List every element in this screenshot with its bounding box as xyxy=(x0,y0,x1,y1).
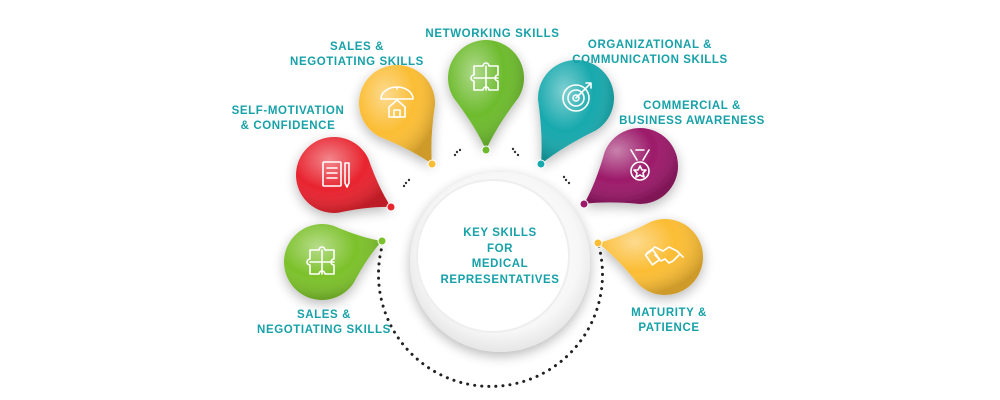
skill-label-maturity: MATURITY & PATIENCE xyxy=(614,306,724,336)
center-title-line: REPRESENTATIVES xyxy=(440,273,560,286)
skill-label-line: COMMUNICATION SKILLS xyxy=(572,54,728,66)
puzzle-icon xyxy=(306,246,335,275)
pin-tip-dot xyxy=(386,202,396,212)
center-title-line: MEDICAL xyxy=(471,258,529,270)
skill-label-commercial: COMMERCIAL & BUSINESS AWARENESS xyxy=(617,99,767,129)
pin-tip-dot xyxy=(579,199,589,209)
dotted-arc xyxy=(377,241,604,388)
skill-label-networking: NETWORKING SKILLS xyxy=(420,27,565,42)
center-title-line: KEY SKILLS xyxy=(463,227,537,239)
skill-pin xyxy=(295,137,391,213)
pin-tip-dot xyxy=(536,159,546,169)
skill-pin xyxy=(448,40,525,151)
document-icon xyxy=(322,161,350,188)
skill-label-organizational: ORGANIZATIONAL & COMMUNICATION SKILLS xyxy=(570,38,730,68)
pin-tip-dot xyxy=(593,238,603,248)
skill-label-line: COMMERCIAL & xyxy=(643,100,741,112)
center-title: KEY SKILLS FOR MEDICAL REPRESENTATIVES xyxy=(425,226,575,288)
skill-label-line: SALES & xyxy=(296,309,352,321)
umbrella-house-icon xyxy=(380,86,414,118)
handshake-icon xyxy=(644,246,684,266)
skill-label-line: BUSINESS AWARENESS xyxy=(619,115,765,127)
skill-pin xyxy=(359,64,435,164)
target-icon xyxy=(562,82,592,112)
skill-pin xyxy=(584,128,678,204)
skill-label-line: NEGOTIATING SKILLS xyxy=(257,324,391,336)
pin-tip-dot xyxy=(427,159,437,169)
skill-label-line: NEGOTIATING SKILLS xyxy=(290,56,424,68)
skill-label-sales-negotiating-bottom: SALES & NEGOTIATING SKILLS xyxy=(254,308,394,338)
skill-label-self-motivation: SELF-MOTIVATION & CONFIDENCE xyxy=(228,104,348,134)
skill-label-line: & CONFIDENCE xyxy=(240,120,336,132)
pin-tip-dot xyxy=(377,236,387,246)
skill-label-line: SELF-MOTIVATION xyxy=(231,105,345,117)
skill-label-line: MATURITY & xyxy=(631,307,707,319)
skill-label-line: ORGANIZATIONAL & xyxy=(587,39,713,51)
skill-pin xyxy=(538,59,614,164)
skill-pin xyxy=(598,218,703,295)
pin-tip-dot xyxy=(481,145,491,155)
skill-label-line: NETWORKING SKILLS xyxy=(425,28,560,40)
center-title-line: FOR xyxy=(486,242,514,255)
skill-label-line: SALES & xyxy=(329,41,385,53)
skill-label-sales-negotiating-top: SALES & NEGOTIATING SKILLS xyxy=(287,40,427,70)
medal-icon xyxy=(630,149,650,181)
sparkle-marks xyxy=(402,147,571,188)
puzzle-icon xyxy=(470,62,499,91)
center-disc xyxy=(410,172,590,352)
skill-label-line: PATIENCE xyxy=(638,322,700,334)
